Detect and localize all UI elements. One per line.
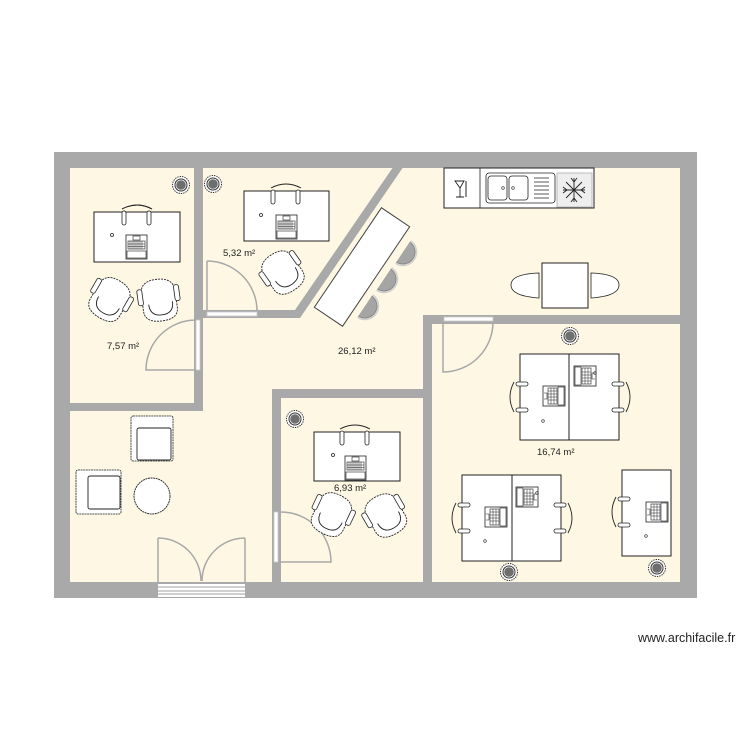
freezer-icon bbox=[556, 172, 593, 208]
meeting-table bbox=[313, 207, 423, 327]
door-right-office bbox=[442, 316, 494, 373]
room-open-space: 26,12 m² bbox=[75, 167, 620, 515]
area-label-office-small: 5,32 m² bbox=[223, 248, 255, 259]
room-office-small: 5,32 m² bbox=[204, 175, 330, 303]
dining-table bbox=[510, 262, 620, 309]
area-label-office-right: 16,74 m² bbox=[537, 447, 575, 458]
wine-glass-icon bbox=[454, 180, 467, 198]
computer-icon bbox=[344, 455, 367, 481]
room-office-right: 16,74 m² bbox=[451, 327, 672, 581]
room-office-bottom: 6,93 m² bbox=[286, 410, 415, 545]
computer-icon bbox=[125, 234, 148, 260]
entrance-double-door bbox=[157, 537, 246, 597]
desk-single bbox=[611, 469, 672, 557]
computer-icon bbox=[542, 385, 566, 407]
area-label-open-space: 26,12 m² bbox=[338, 346, 376, 357]
sink-icon bbox=[485, 172, 556, 204]
computer-icon bbox=[573, 365, 597, 387]
door-small-office bbox=[206, 260, 258, 317]
computer-icon bbox=[515, 486, 539, 508]
plant-icon bbox=[286, 410, 304, 428]
desk-cluster-bottom bbox=[451, 474, 573, 562]
area-label-office-left: 7,57 m² bbox=[107, 341, 139, 352]
computer-icon bbox=[645, 501, 669, 523]
lounge-armchair bbox=[130, 415, 174, 462]
plant-icon bbox=[204, 175, 222, 193]
plant-icon bbox=[172, 176, 190, 194]
kitchen-counter bbox=[443, 167, 595, 209]
watermark: www.archifacile.fr bbox=[638, 631, 736, 645]
lounge-armchair bbox=[75, 469, 122, 515]
plant-icon bbox=[648, 559, 666, 577]
computer-icon bbox=[484, 506, 508, 528]
desk bbox=[93, 204, 181, 263]
room-office-left: 7,57 m² bbox=[80, 176, 190, 352]
desk-cluster-top bbox=[509, 353, 631, 441]
drainboard-icon bbox=[534, 177, 549, 199]
plant-icon bbox=[500, 563, 518, 581]
door-left-office bbox=[145, 319, 201, 371]
area-label-office-bottom: 6,93 m² bbox=[334, 483, 366, 494]
plant-icon bbox=[561, 327, 579, 345]
round-coffee-table bbox=[133, 477, 171, 515]
computer-icon bbox=[275, 214, 298, 240]
desk bbox=[243, 183, 330, 242]
desk bbox=[313, 424, 401, 482]
